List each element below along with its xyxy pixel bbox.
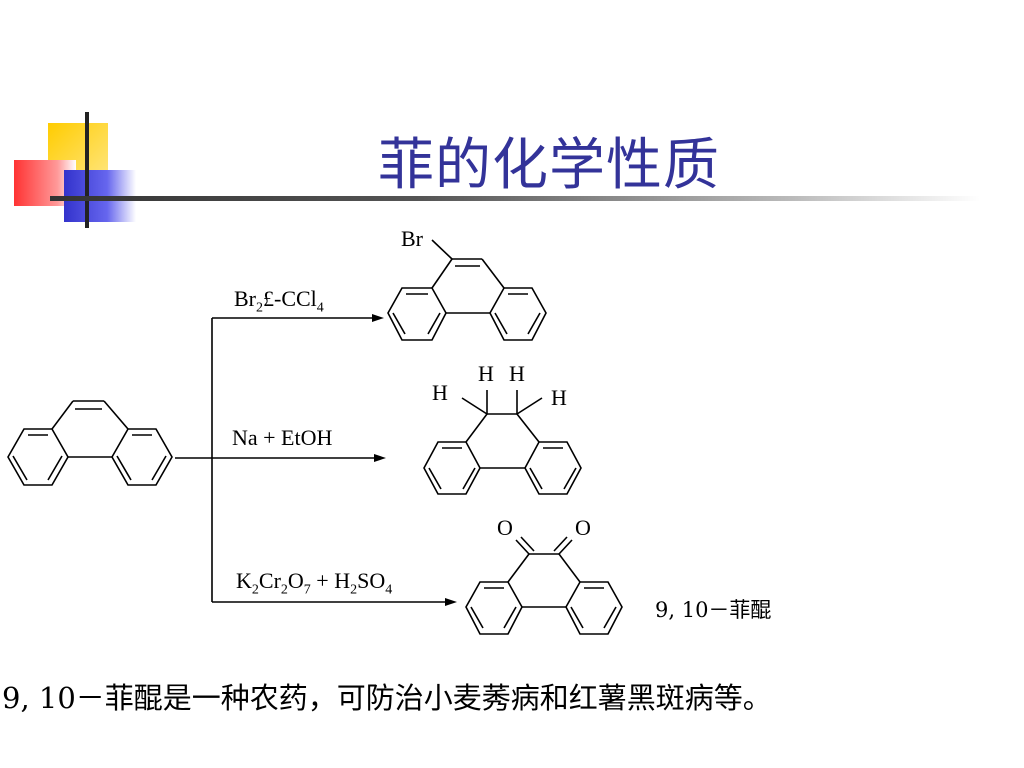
reagent-bromine: Br2£-CCl4 <box>234 286 324 316</box>
phenanthrene-reactant <box>7 400 173 486</box>
atom-label-h: H <box>432 380 448 405</box>
atom-label-h: H <box>478 361 494 386</box>
atom-label-h: H <box>551 385 567 410</box>
atom-label-o: O <box>497 515 513 540</box>
atom-label-o: O <box>575 515 591 540</box>
atom-label-br: Br <box>401 226 423 251</box>
product-name-label: 9, 10－菲醌 <box>655 598 772 622</box>
bromophenanthrene-product <box>387 239 547 341</box>
footer-note: 9, 10－菲醌是一种农药，可防治小麦莠病和红薯黑斑病等。 <box>2 681 772 715</box>
reagent-dichromate: K2Cr2O7 + H2SO4 <box>236 568 393 598</box>
decor-vertical-line <box>85 112 89 228</box>
dihydrophenanthrene-product <box>423 390 582 495</box>
title-underline <box>50 196 980 201</box>
page-title: 菲的化学性质 <box>378 133 720 198</box>
atom-label-h: H <box>509 361 525 386</box>
phenanthrenequinone-product <box>465 536 623 635</box>
reagent-sodium-ethanol: Na + EtOH <box>232 425 333 450</box>
